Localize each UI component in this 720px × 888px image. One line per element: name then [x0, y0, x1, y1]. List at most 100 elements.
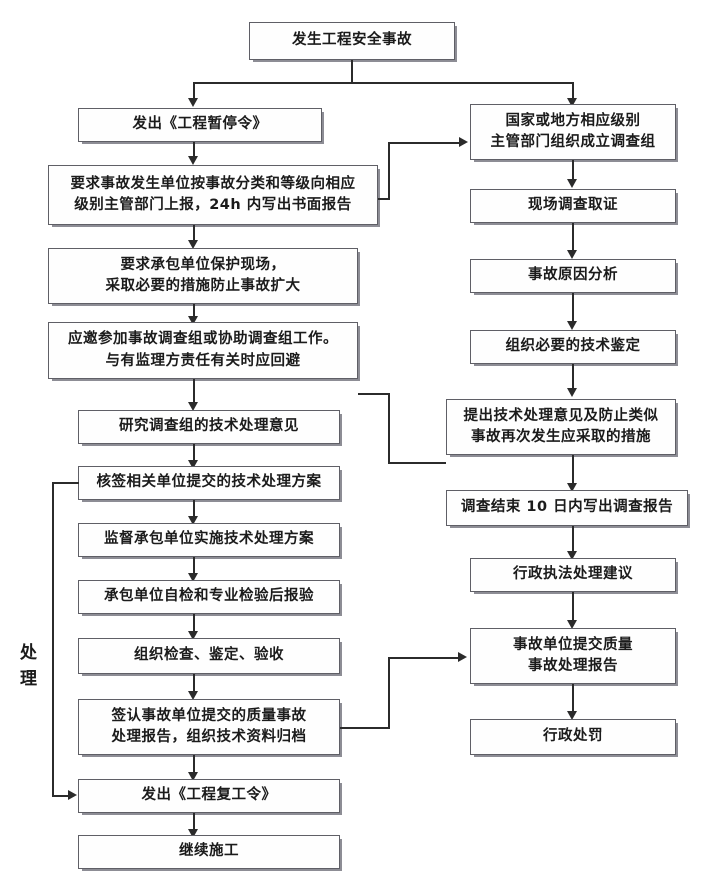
node-r8-line-1: 事故单位提交质量	[513, 636, 633, 653]
connector-l11-l12	[193, 813, 195, 831]
node-r3-cause-analysis: 事故原因分析	[470, 259, 676, 293]
connector-l9-l10	[193, 674, 195, 694]
connector-l10-l11	[193, 755, 195, 775]
node-l3-line-2: 采取必要的措施防止事故扩大	[105, 278, 301, 294]
node-r3-line-1: 事故原因分析	[528, 267, 618, 284]
connector-l2-to-r1-out	[378, 198, 390, 200]
node-r9-administrative-penalty: 行政处罚	[470, 719, 676, 755]
connector-l4-to-r5-down	[388, 393, 390, 463]
arrow-to-node-r3	[567, 250, 577, 259]
connector-l10-to-r8-out	[340, 727, 390, 729]
side-label-text: 处理	[20, 643, 38, 690]
node-l6-line-1: 核签相关单位提交的技术处理方案	[96, 474, 322, 491]
node-l8-line-1: 承包单位自检和专业检验后报验	[104, 588, 314, 605]
arrow-to-node-r5	[567, 388, 577, 397]
connector-top-split-bar	[193, 82, 573, 84]
arrow-to-node-l9	[188, 631, 198, 640]
arrow-l10-to-r8	[458, 652, 467, 662]
arrow-to-node-r2	[567, 179, 577, 188]
node-r8-quality-accident-report: 事故单位提交质量 事故处理报告	[470, 628, 676, 684]
node-l12-line-1: 继续施工	[179, 843, 239, 860]
node-l5-line-1: 研究调查组的技术处理意见	[119, 418, 299, 435]
node-r1-line-1: 国家或地方相应级别	[505, 112, 641, 129]
node-l5-study-opinion: 研究调查组的技术处理意见	[78, 410, 340, 444]
node-r5-line-2: 事故再次发生应采取的措施	[471, 429, 651, 445]
arrow-feedback-to-l11	[68, 790, 77, 800]
connector-start-stem	[351, 60, 353, 83]
arrow-to-node-l6	[188, 460, 198, 469]
node-l4-line-2: 与有监理方责任有关时应回避	[105, 352, 301, 369]
connector-l3-l4	[193, 304, 195, 319]
node-start: 发生工程安全事故	[249, 22, 455, 60]
node-l6-countersign-plan: 核签相关单位提交的技术处理方案	[78, 466, 340, 500]
arrow-to-node-l11	[188, 772, 198, 781]
node-l2-line-2: 级别主管部门上报，24h 内写出书面报告	[74, 197, 352, 213]
node-start-line-1: 发生工程安全事故	[292, 32, 412, 49]
node-r6-investigation-report: 调查结束 10 日内写出调查报告	[446, 490, 688, 526]
arrow-to-node-l4	[188, 316, 198, 325]
connector-r8-r9	[572, 684, 574, 714]
node-l8-self-inspection: 承包单位自检和专业检验后报验	[78, 580, 340, 614]
connector-l2-to-r1-up	[388, 142, 390, 199]
node-l1-issue-suspension-order: 发出《工程暂停令》	[78, 108, 322, 142]
node-l7-line-1: 监督承包单位实施技术处理方案	[104, 531, 314, 548]
connector-l2-to-r1-in	[388, 142, 461, 144]
node-l7-supervise-implementation: 监督承包单位实施技术处理方案	[78, 523, 340, 557]
connector-r1-r2	[572, 160, 574, 182]
connector-feedback-in	[52, 795, 70, 797]
node-r7-enforcement-suggestion: 行政执法处理建议	[470, 558, 676, 592]
node-l10-line-1: 签认事故单位提交的质量事故	[111, 707, 307, 724]
arrow-to-node-r6	[567, 483, 577, 492]
node-l11-line-1: 发出《工程复工令》	[141, 787, 277, 804]
connector-split-left-drop	[193, 82, 195, 100]
arrow-to-node-r9	[567, 711, 577, 720]
connector-r5-r6	[572, 455, 574, 486]
connector-l5-l6	[193, 444, 195, 462]
node-l1-line-1: 发出《工程暂停令》	[132, 116, 268, 133]
arrow-to-node-l7	[188, 516, 198, 525]
node-l3-line-1: 要求承包单位保护现场，	[120, 256, 286, 273]
connector-l4-to-r5-in	[388, 462, 446, 464]
arrow-to-node-l5	[188, 402, 198, 411]
connector-r2-r3	[572, 223, 574, 253]
arrow-to-node-r4	[567, 321, 577, 330]
node-r2-line-1: 现场调查取证	[528, 197, 618, 214]
node-r1-form-investigation-team: 国家或地方相应级别 主管部门组织成立调查组	[470, 104, 676, 160]
arrow-to-node-l8	[188, 573, 198, 582]
connector-r3-r4	[572, 293, 574, 324]
node-l9-organize-acceptance: 组织检查、鉴定、验收	[78, 638, 340, 674]
node-l2-report-to-authority: 要求事故发生单位按事故分类和等级向相应 级别主管部门上报，24h 内写出书面报告	[48, 165, 378, 225]
connector-feedback-down	[52, 482, 54, 796]
node-r7-line-1: 行政执法处理建议	[513, 566, 633, 583]
node-r4-line-1: 组织必要的技术鉴定	[505, 338, 641, 355]
node-l12-continue-construction: 继续施工	[78, 835, 340, 869]
connector-l6-l7	[193, 500, 195, 519]
arrow-to-node-l3	[188, 240, 198, 249]
connector-r7-r8	[572, 592, 574, 623]
arrow-to-node-r1	[567, 98, 577, 107]
connector-r4-r5	[572, 364, 574, 392]
connector-l2-l3	[193, 225, 195, 242]
arrow-l2-to-r1	[459, 137, 468, 147]
node-r9-line-1: 行政处罚	[543, 728, 603, 745]
node-r6-line-1: 调查结束 10 日内写出调查报告	[460, 499, 674, 516]
connector-l7-l8	[193, 557, 195, 576]
arrow-to-node-l1	[188, 98, 198, 107]
connector-l4-l5	[193, 379, 195, 405]
connector-l8-l9	[193, 614, 195, 634]
connector-l1-l2	[193, 142, 195, 158]
arrow-to-node-r8	[567, 620, 577, 629]
node-r5-preventive-measures: 提出技术处理意见及防止类似 事故再次发生应采取的措施	[446, 399, 676, 455]
node-r2-site-investigation: 现场调查取证	[470, 189, 676, 223]
arrow-to-node-l12	[188, 829, 198, 838]
node-l4-line-1: 应邀参加事故调查组或协助调查组工作。	[68, 331, 338, 348]
arrow-to-node-l10	[188, 691, 198, 700]
node-l2-line-1: 要求事故发生单位按事故分类和等级向相应	[70, 175, 356, 192]
side-label-processing: 处理	[16, 640, 42, 693]
connector-r6-r7	[572, 526, 574, 554]
connector-feedback-out	[52, 482, 79, 484]
connector-l4-to-r5-out	[358, 393, 390, 395]
node-r4-technical-appraisal: 组织必要的技术鉴定	[470, 330, 676, 364]
node-r1-line-2: 主管部门组织成立调查组	[490, 134, 656, 150]
